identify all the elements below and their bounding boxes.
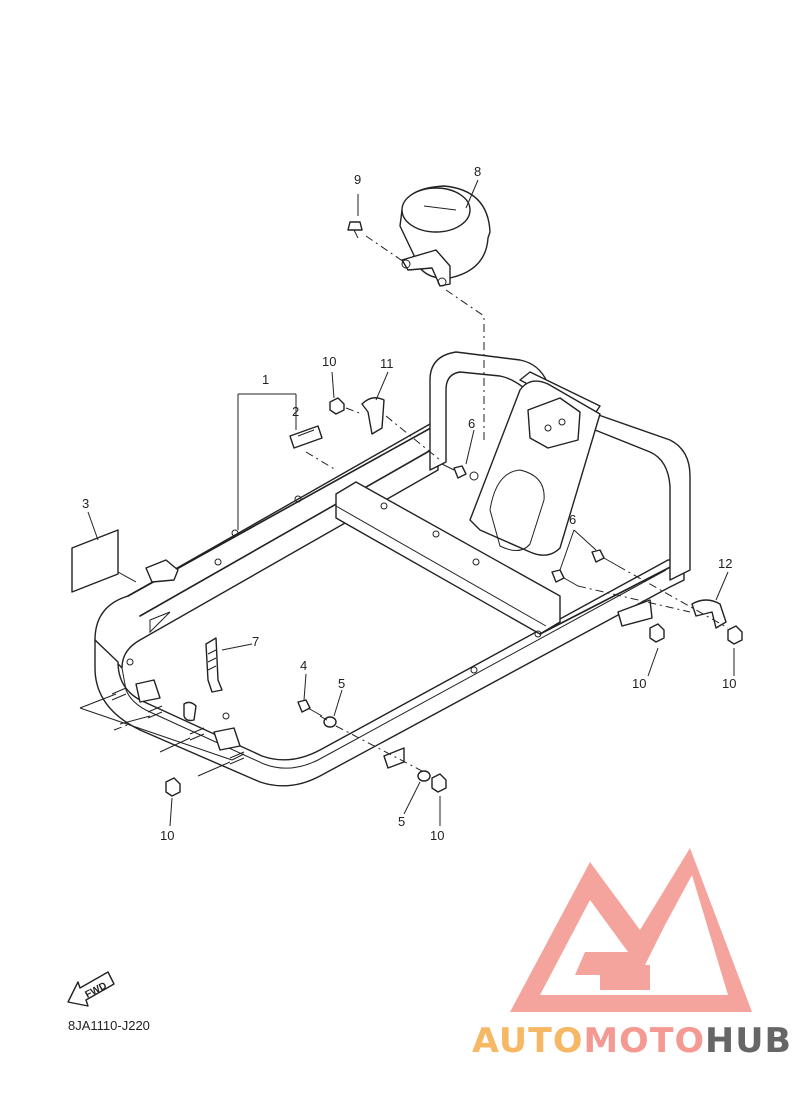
callout-10d: 10 [632, 676, 646, 691]
callout-10e: 10 [722, 676, 736, 691]
nut-part-10-top [329, 397, 345, 415]
main-frame [94, 351, 691, 787]
callout-6b: 6 [569, 512, 576, 527]
callout-11: 11 [380, 356, 394, 371]
drawing-code: 8JA1110-J220 [68, 1018, 150, 1033]
watermark-auto: AUTO [472, 1021, 583, 1061]
fwd-arrow-icon: FWD [67, 971, 115, 1007]
watermark-hub: HUB [705, 1021, 792, 1061]
callout-1: 1 [262, 372, 269, 387]
callout-5a: 5 [338, 676, 345, 691]
clip-part-11 [361, 397, 385, 435]
bolt-part-4 [297, 699, 323, 717]
nut-part-10-left [165, 777, 181, 797]
callout-10c: 10 [430, 828, 444, 843]
callouts: 1 2 3 4 5 5 6 6 7 8 9 10 10 10 10 10 11 … [82, 164, 736, 843]
washer-part-5-b [417, 770, 431, 782]
grommet-part-2 [289, 425, 323, 449]
watermark-text: AUTOMOTOHUB [472, 1021, 792, 1061]
callout-9: 9 [354, 172, 361, 187]
callout-7: 7 [252, 634, 259, 649]
watermark-logo [510, 848, 752, 1012]
clamp-part-12 [691, 599, 727, 629]
leader-lines [79, 179, 735, 827]
front-studs [111, 687, 245, 765]
svg-text:AUTOMOTOHUB: AUTOMOTOHUB [472, 1021, 792, 1061]
callout-4: 4 [300, 658, 307, 673]
dashed-lines [113, 235, 729, 773]
cushion-part-8 [399, 185, 491, 287]
bolt-part-6-a [441, 463, 479, 481]
callout-5b: 5 [398, 814, 405, 829]
callout-3: 3 [82, 496, 89, 511]
watermark-moto: MOTO [583, 1021, 705, 1061]
callout-2: 2 [292, 404, 299, 419]
nut-part-10-rear2 [727, 625, 743, 645]
washer-part-5-a [323, 716, 337, 728]
tag-part-7 [205, 637, 223, 693]
bolt-part-6-c [591, 549, 619, 567]
callout-6a: 6 [468, 416, 475, 431]
bolt-part-6-b [551, 569, 579, 587]
callout-10b: 10 [160, 828, 174, 843]
nut-part-10-rear1 [649, 623, 665, 643]
callout-8: 8 [474, 164, 481, 179]
bolt-part-9 [347, 221, 363, 239]
callout-12: 12 [718, 556, 732, 571]
label-part-3 [71, 529, 119, 593]
callout-10a: 10 [322, 354, 336, 369]
nut-part-10-mid [431, 773, 447, 793]
